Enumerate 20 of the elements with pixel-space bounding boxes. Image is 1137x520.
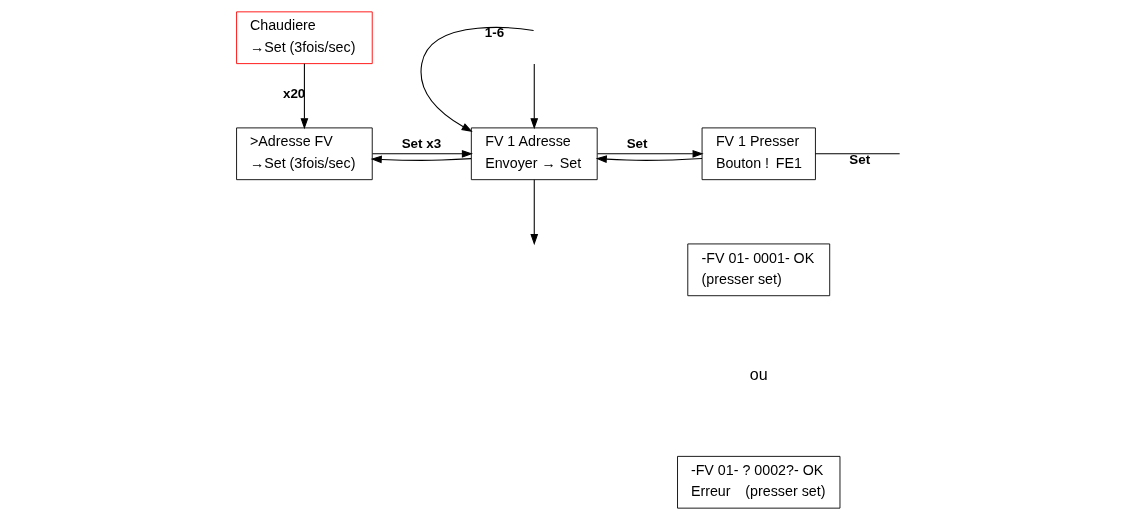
node-box: -FV 01- 0001- OK (presser set)	[687, 243, 831, 297]
arrow	[595, 155, 703, 163]
connector	[814, 153, 901, 155]
node-box: >Adresse FV →Set (3fois/sec)	[236, 127, 373, 181]
edge-label: Set x3	[401, 136, 442, 152]
arrow	[530, 63, 539, 130]
label: ou	[749, 364, 768, 383]
node-box: FV 1 Presser Bouton ! FE1	[701, 127, 816, 181]
edge-label: 1-6	[484, 25, 505, 41]
edge-label: Set	[849, 151, 871, 167]
node-box: FV 1 Adresse Envoyer → Set	[470, 127, 598, 181]
node-box: -FV 01- ? 0002?- OK Erreur (presser set)	[677, 455, 841, 509]
arrow	[371, 149, 473, 158]
arrow	[420, 26, 535, 132]
arrow	[300, 63, 309, 130]
arrow	[370, 155, 472, 164]
arrow	[530, 179, 539, 246]
arrow	[596, 149, 704, 158]
node-box: Chaudiere →Set (3fois/sec)	[236, 11, 373, 65]
edge-label: Set	[626, 136, 648, 152]
